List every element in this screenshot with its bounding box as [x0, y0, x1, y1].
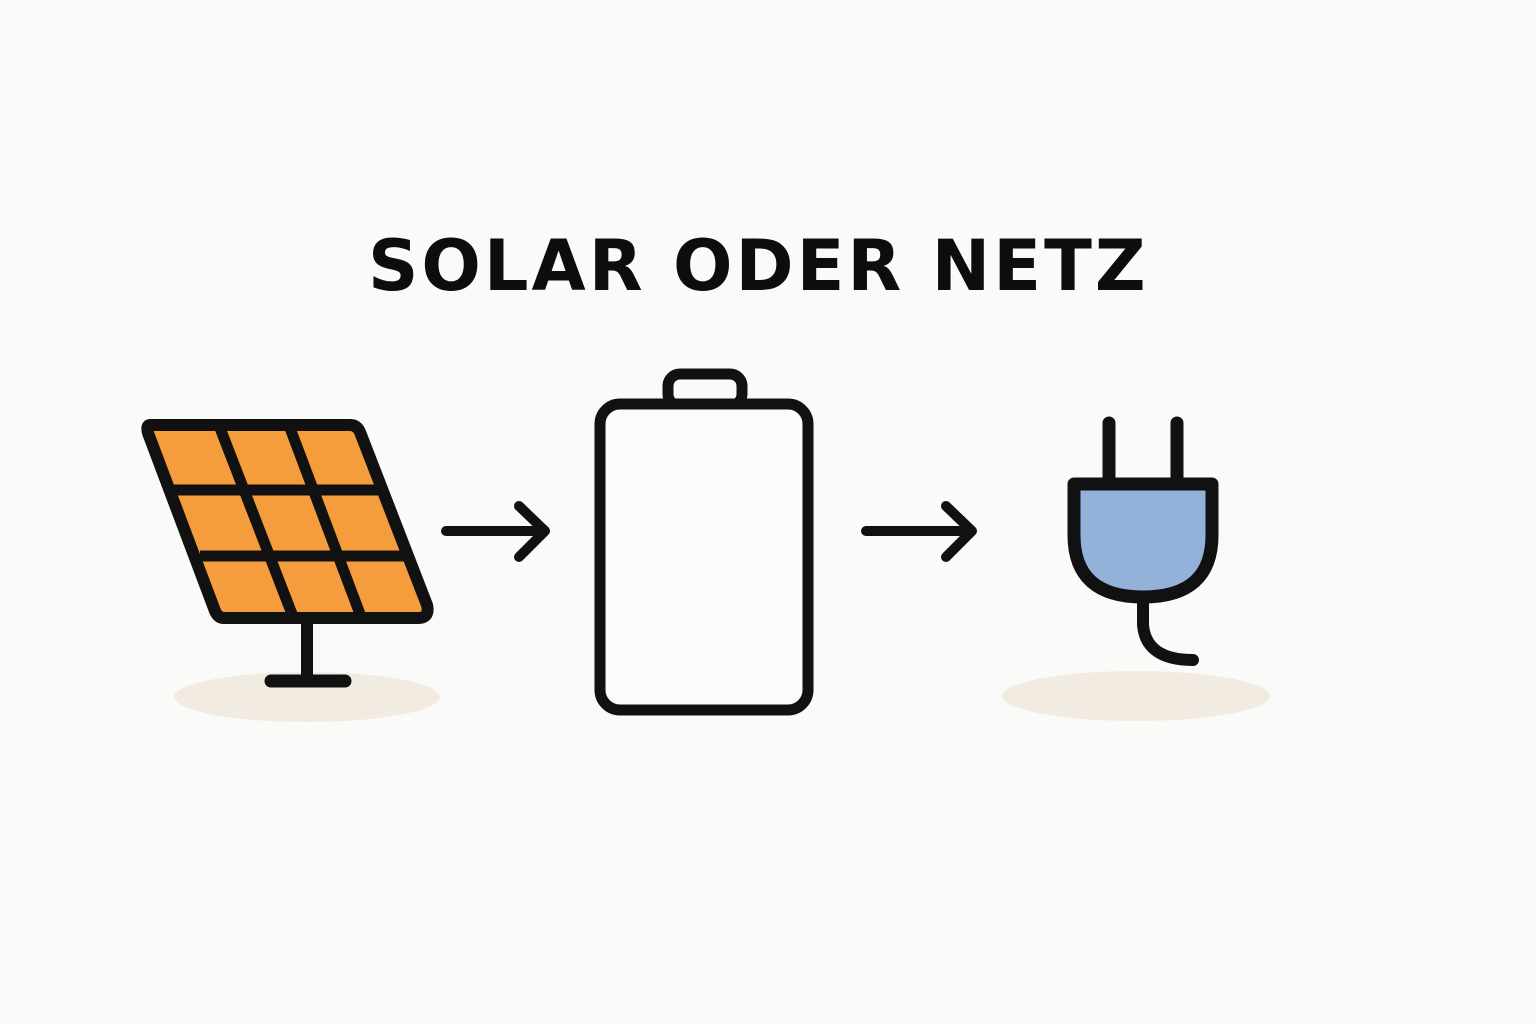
solar-panel-icon — [141, 419, 440, 722]
diagram-title: SOLAR ODER NETZ — [368, 225, 1149, 307]
arrow-right-icon — [441, 501, 550, 562]
battery-icon — [594, 368, 814, 716]
power-plug-shadow — [1002, 671, 1270, 721]
power-plug-icon — [1002, 416, 1270, 721]
arrow-right-icon — [861, 501, 977, 562]
solar-panel-shadow — [174, 672, 440, 722]
